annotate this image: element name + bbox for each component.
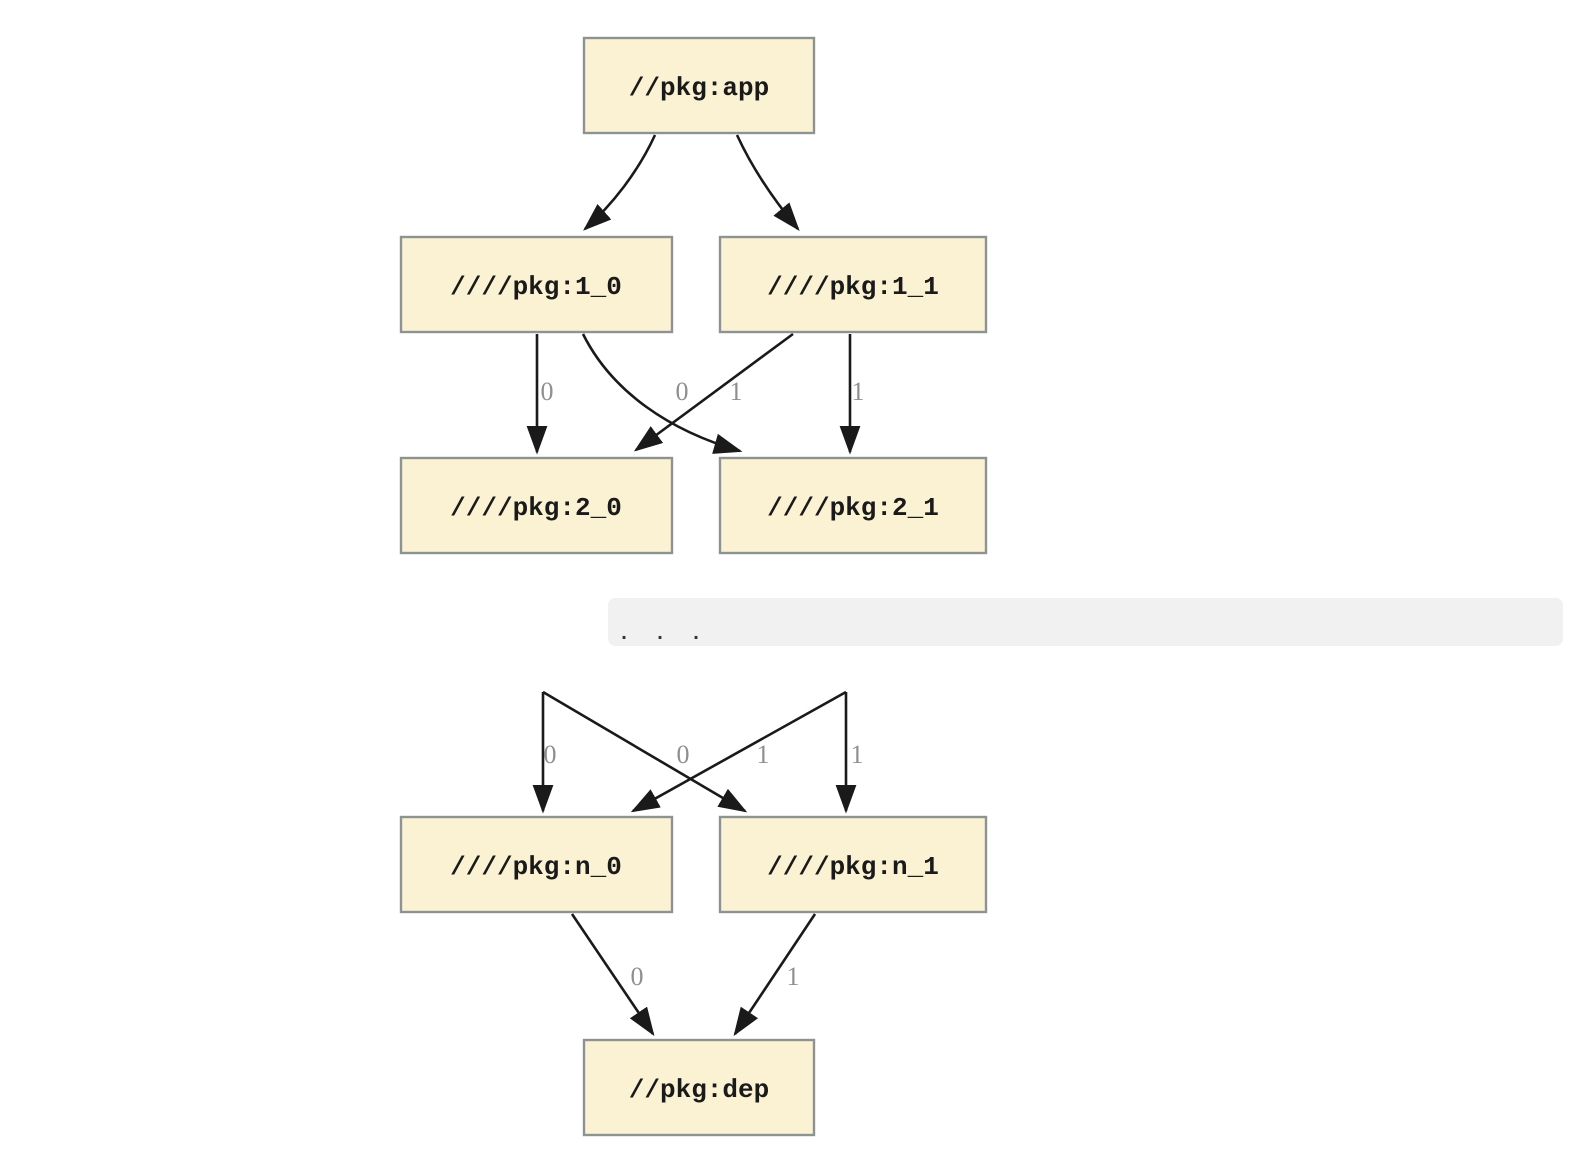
node-pkg-n-0: ////pkg:n_0 [399,815,674,914]
edge-group [526,134,861,1037]
edge-left-to-pkgn_1 [542,690,748,813]
node-label: ////pkg:n_1 [767,852,939,882]
node-label: ////pkg:n_0 [450,852,622,882]
node-box [399,456,674,555]
node-box [399,815,674,914]
node-pkg-dep: //pkg:dep [582,1038,816,1137]
node-pkg-1-1: ////pkg:1_1 [718,235,988,334]
ellipsis-text: . . . [618,623,708,646]
edge-label-group: 0 0 1 1 0 0 1 1 0 1 [541,377,865,991]
edge-pkg1_1-to-pkg2_0 [633,332,794,452]
edge-pkgn_0-to-dep [570,913,655,1037]
separator-band [608,598,1563,646]
node-pkg-1-0: ////pkg:1_0 [399,235,674,334]
node-label: ////pkg:2_0 [450,493,622,523]
edge-app-to-pkg1_1 [735,134,800,231]
node-pkg-2-0: ////pkg:2_0 [399,456,674,555]
edge-label: 1 [757,740,770,769]
edge-label: 1 [852,377,865,406]
node-box [718,815,988,914]
node-box [582,1038,816,1137]
edge-label: 1 [787,962,800,991]
node-box [399,235,674,334]
node-pkg-n-1: ////pkg:n_1 [718,815,988,914]
edge-right-to-pkgn_0 [630,690,847,813]
node-box [582,36,816,135]
node-box [718,235,988,334]
edge-label: 0 [676,377,689,406]
node-label: //pkg:app [629,73,769,103]
edge-label: 1 [851,740,864,769]
edge-label: 0 [541,377,554,406]
node-pkg-app: //pkg:app [582,36,816,135]
node-label: ////pkg:1_0 [450,272,622,302]
edge-app-to-pkg1_0 [583,134,657,231]
edge-label: 0 [544,740,557,769]
ellipsis-separator: . . . [608,598,1563,646]
node-group: //pkg:app ////pkg:1_0 ////pkg:1_1 ////pk… [399,36,988,1137]
edge-pkg1_0-to-pkg2_1 [581,333,743,454]
node-label: ////pkg:2_1 [767,493,939,523]
edge-label: 1 [730,377,743,406]
node-pkg-2-1: ////pkg:2_1 [718,456,988,555]
node-box [718,456,988,555]
edge-pkgn_1-to-dep [733,913,817,1037]
node-label: //pkg:dep [629,1075,769,1105]
edge-label: 0 [677,740,690,769]
node-label: ////pkg:1_1 [767,272,939,302]
edge-label: 0 [631,962,644,991]
